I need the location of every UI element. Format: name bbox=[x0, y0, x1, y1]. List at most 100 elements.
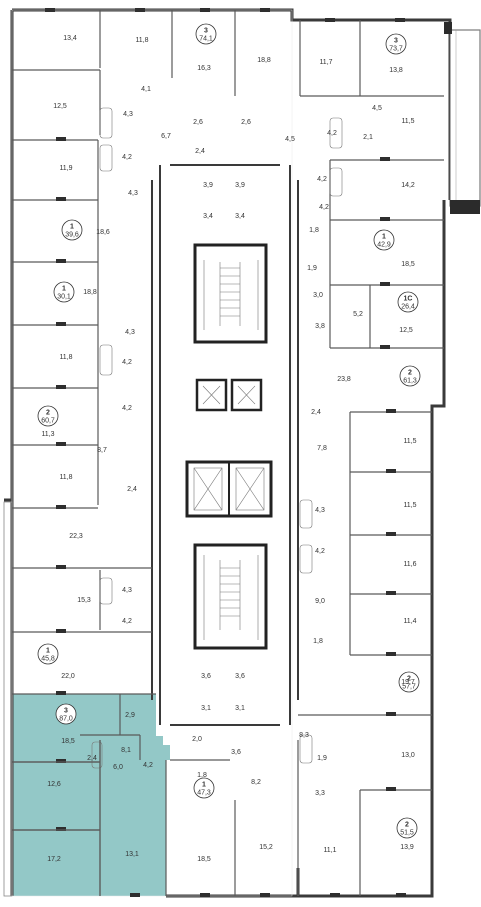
apartment-room-count: 1С bbox=[404, 296, 413, 303]
room-area-label: 8,7 bbox=[97, 447, 107, 454]
apartment-marker[interactable]: 130,1 bbox=[53, 281, 75, 303]
room-area-label: 14,2 bbox=[401, 182, 415, 189]
apartment-marker[interactable]: 251,5 bbox=[396, 817, 418, 839]
apartment-marker[interactable]: 142,9 bbox=[373, 229, 395, 251]
selected-apartment-walls bbox=[12, 740, 101, 896]
elevator-pair-lower bbox=[185, 460, 273, 518]
room-area-label: 3,6 bbox=[235, 673, 245, 680]
apartment-area: 51,5 bbox=[400, 830, 414, 837]
room-area-label: 12,5 bbox=[399, 327, 413, 334]
apartment-marker[interactable]: 147,3 bbox=[193, 777, 215, 799]
room-area-label: 1,9 bbox=[317, 755, 327, 762]
room-area-label: 11,8 bbox=[135, 37, 148, 44]
apartment-room-count: 2 bbox=[407, 676, 411, 683]
bathroom-fixtures bbox=[91, 107, 343, 769]
apartment-badge bbox=[373, 229, 395, 251]
apartment-area: 61,3 bbox=[403, 378, 417, 385]
apartment-area: 73,7 bbox=[389, 46, 403, 53]
room-area-label: 16,3 bbox=[197, 65, 211, 72]
apartment-badge bbox=[61, 219, 83, 241]
apartment-badge bbox=[398, 671, 420, 693]
room-area-label: 2,4 bbox=[195, 148, 205, 155]
room-area-label: 11,8 bbox=[59, 474, 72, 481]
room-area-label: 3,9 bbox=[235, 182, 245, 189]
room-area-label: 22,0 bbox=[61, 673, 75, 680]
room-area-label: 8,2 bbox=[251, 779, 261, 786]
apartment-badge bbox=[37, 405, 59, 427]
room-area-label: 18,5 bbox=[197, 856, 211, 863]
room-area-label: 4,2 bbox=[122, 618, 132, 625]
apartment-marker[interactable]: 260,7 bbox=[37, 405, 59, 427]
room-area-label: 2,9 bbox=[125, 712, 135, 719]
room-area-label: 11,5 bbox=[401, 118, 414, 125]
room-area-label: 1,8 bbox=[197, 772, 207, 779]
room-area-label: 18,8 bbox=[257, 57, 271, 64]
apartment-marker[interactable]: 387,0 bbox=[55, 703, 77, 725]
apartment-room-count: 3 bbox=[204, 28, 208, 35]
room-area-label: 18,5 bbox=[61, 738, 75, 745]
apartment-marker[interactable]: 374,1 bbox=[195, 23, 217, 45]
apartment-badge bbox=[385, 33, 407, 55]
room-area-label: 5,2 bbox=[353, 311, 363, 318]
apartment-area: 47,3 bbox=[197, 790, 211, 797]
selected-apartment-highlight[interactable] bbox=[12, 694, 170, 896]
room-area-label: 4,2 bbox=[327, 130, 337, 137]
room-area-label: 4,2 bbox=[122, 359, 132, 366]
apartment-marker[interactable]: 257,7 bbox=[398, 671, 420, 693]
room-area-label: 11,9 bbox=[59, 165, 72, 172]
apartment-area: 42,9 bbox=[377, 242, 391, 249]
wall-stubs bbox=[45, 8, 406, 897]
stairwell-south bbox=[193, 543, 268, 650]
apartment-room-count: 2 bbox=[46, 410, 50, 417]
room-area-label: 4,2 bbox=[143, 762, 153, 769]
room-area-label: 4,1 bbox=[141, 86, 151, 93]
apartment-area: 30,1 bbox=[57, 294, 71, 301]
apartment-room-count: 1 bbox=[382, 234, 386, 241]
room-area-label: 12,5 bbox=[53, 103, 67, 110]
apartment-badge bbox=[37, 643, 59, 665]
room-area-label: 22,3 bbox=[69, 533, 83, 540]
apartment-marker[interactable]: 261,3 bbox=[399, 365, 421, 387]
room-area-label: 1,9 bbox=[307, 265, 317, 272]
apartment-area: 45,8 bbox=[41, 656, 55, 663]
room-area-label: 7,8 bbox=[317, 445, 327, 452]
room-area-label: 4,3 bbox=[315, 507, 325, 514]
room-area-label: 3,9 bbox=[203, 182, 213, 189]
apartment-room-count: 3 bbox=[394, 38, 398, 45]
room-area-label: 23,8 bbox=[337, 376, 351, 383]
room-area-label: 11,6 bbox=[403, 561, 416, 568]
room-area-label: 6,7 bbox=[161, 133, 171, 140]
apartment-area: 60,7 bbox=[41, 418, 55, 425]
balcony-strip bbox=[444, 22, 481, 214]
apartment-area: 74,1 bbox=[199, 36, 213, 43]
room-area-label: 6,0 bbox=[113, 764, 123, 771]
room-area-label: 11,1 bbox=[323, 847, 336, 854]
room-area-label: 4,2 bbox=[315, 548, 325, 555]
room-area-label: 13,4 bbox=[63, 35, 77, 42]
room-area-label: 11,5 bbox=[403, 438, 416, 445]
apartment-badge bbox=[53, 281, 75, 303]
room-area-label: 8,3 bbox=[299, 732, 309, 739]
room-area-label: 3,1 bbox=[201, 705, 211, 712]
room-area-label: 2,4 bbox=[311, 409, 321, 416]
apartment-room-count: 1 bbox=[46, 648, 50, 655]
apartment-marker[interactable]: 139,6 bbox=[61, 219, 83, 241]
room-area-label: 19,7 bbox=[401, 679, 415, 686]
apartment-marker[interactable]: 145,8 bbox=[37, 643, 59, 665]
apartment-room-count: 3 bbox=[64, 708, 68, 715]
room-area-label: 3,6 bbox=[201, 673, 211, 680]
room-area-label: 3,4 bbox=[203, 213, 213, 220]
apartment-badge bbox=[55, 703, 77, 725]
apartment-badge bbox=[397, 291, 419, 313]
room-area-label: 4,2 bbox=[122, 154, 132, 161]
room-area-label: 4,2 bbox=[122, 405, 132, 412]
room-area-label: 4,3 bbox=[122, 587, 132, 594]
room-area-label: 4,3 bbox=[125, 329, 135, 336]
room-area-label: 18,8 bbox=[83, 289, 97, 296]
room-area-label: 2,6 bbox=[241, 119, 251, 126]
room-area-label: 4,2 bbox=[317, 176, 327, 183]
apartment-marker[interactable]: 373,7 bbox=[385, 33, 407, 55]
